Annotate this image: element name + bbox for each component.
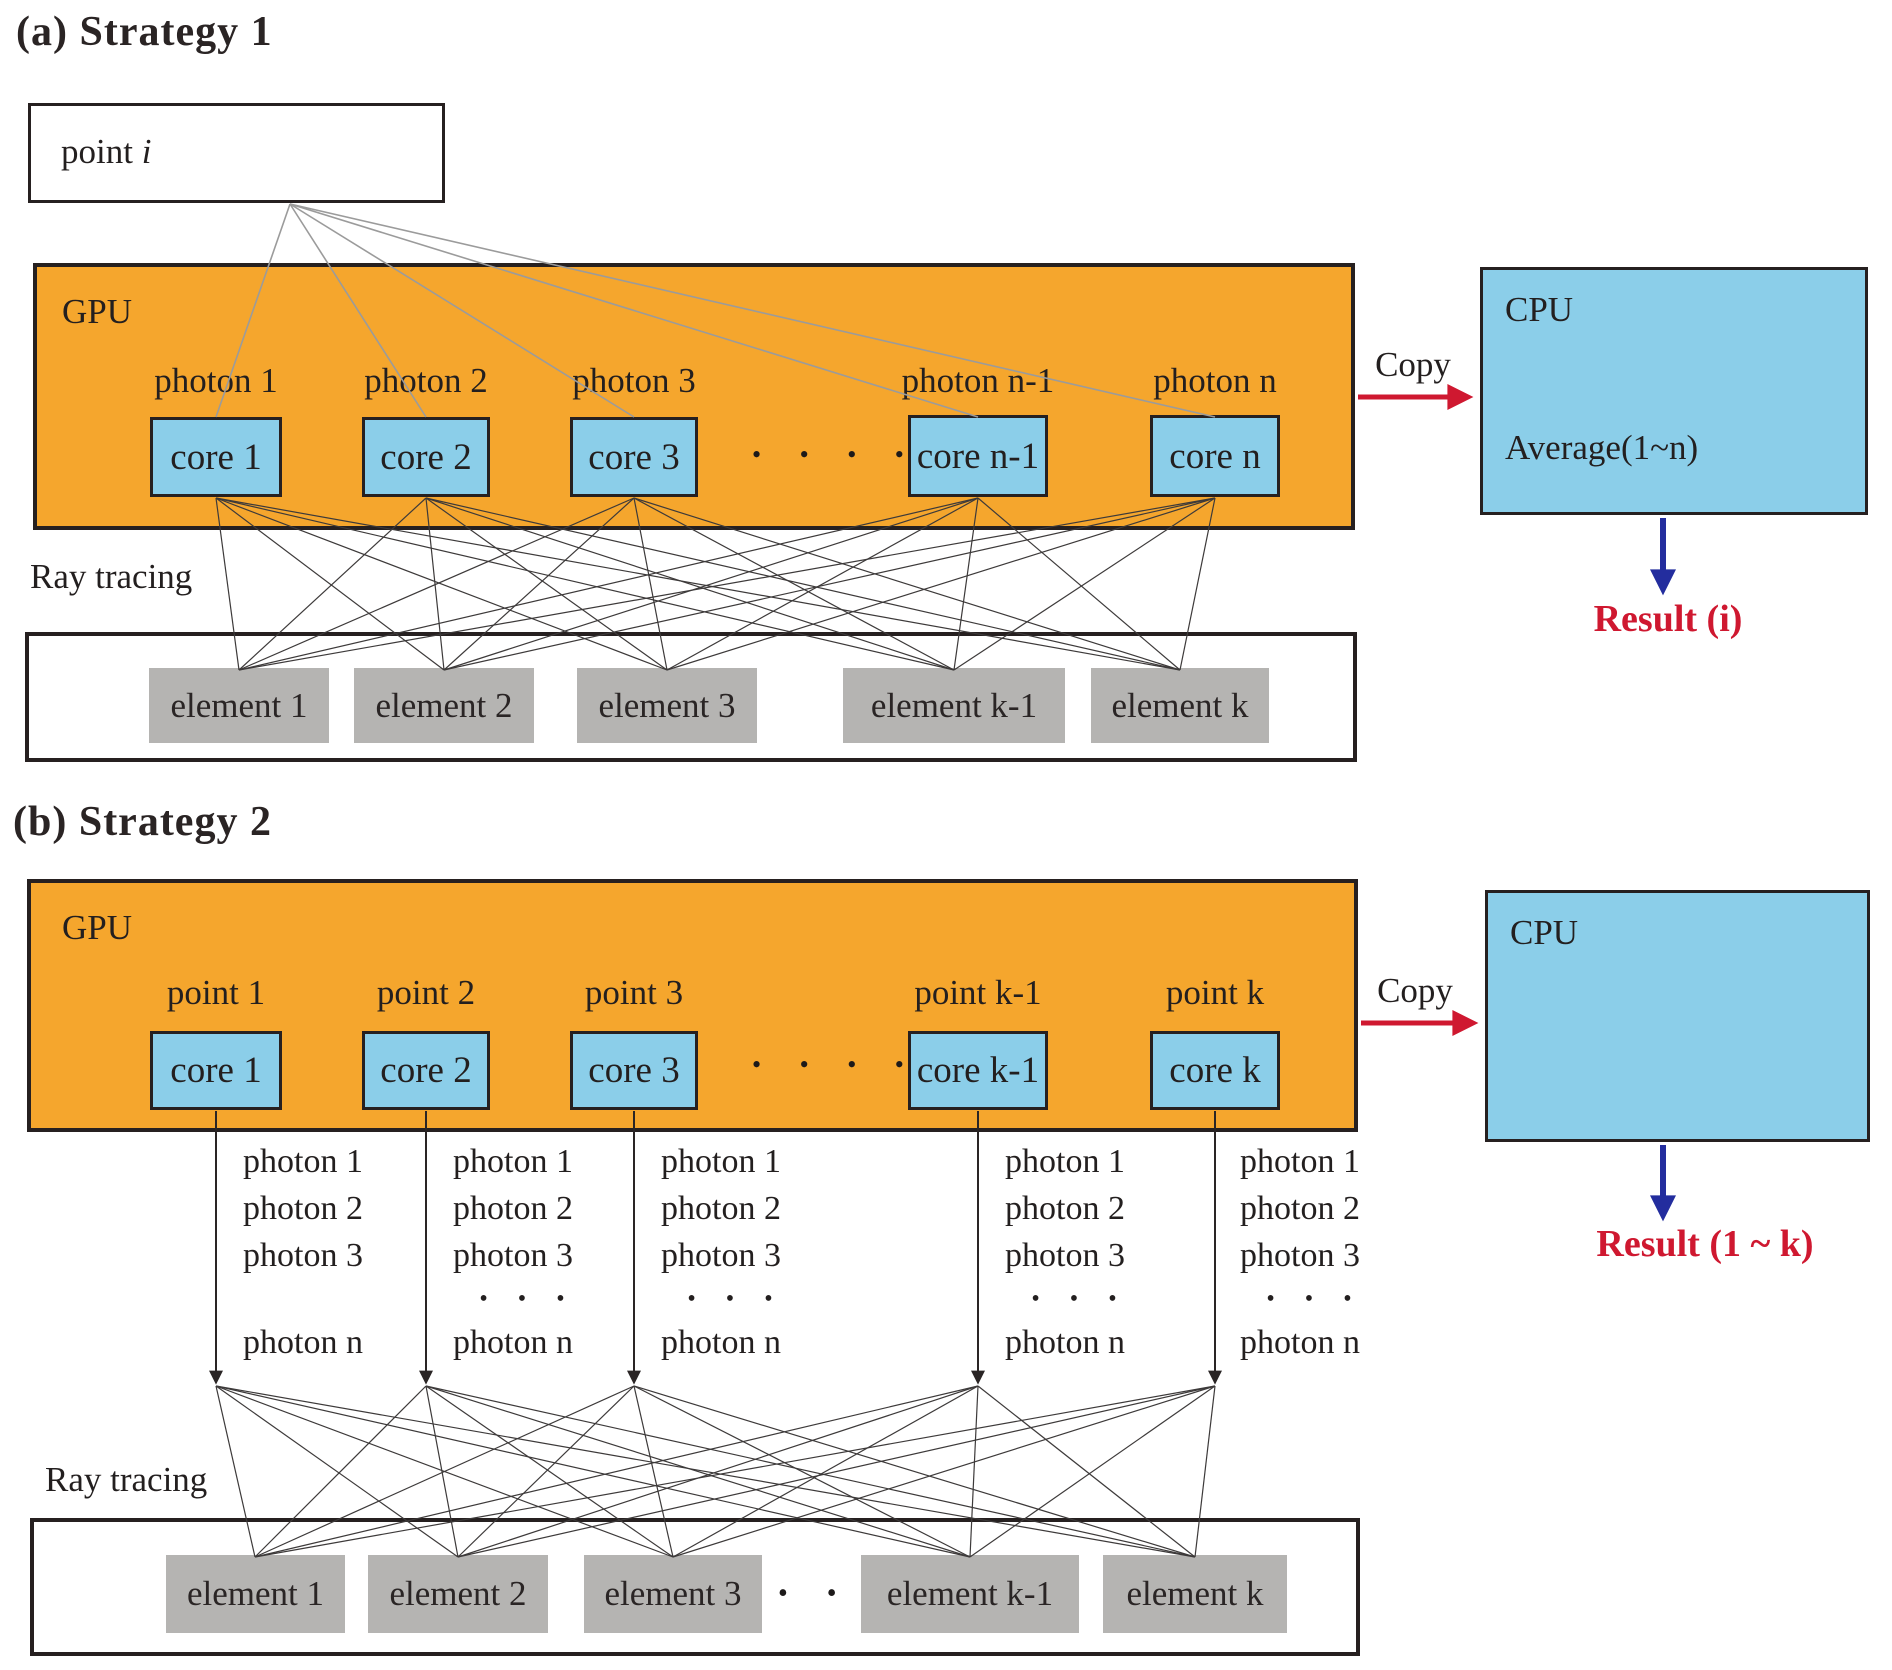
- s2-cpu-box: CPU: [1485, 890, 1870, 1142]
- photon-row: photon n: [453, 1324, 573, 1361]
- s2-element-k: element k: [1103, 1555, 1287, 1633]
- s1-gpu-label: GPU: [62, 292, 133, 331]
- photon-row: photon n: [1005, 1324, 1125, 1361]
- s2-cpu-label: CPU: [1510, 913, 1579, 952]
- s2-core-k: core k: [1150, 1031, 1280, 1110]
- s2-result-label: Result (1 ~ k): [1596, 1223, 1814, 1265]
- photon-row: photon 1: [243, 1143, 363, 1180]
- s2-element-2: element 2: [368, 1555, 548, 1633]
- s1-photon-label-4: photon n-1: [901, 361, 1055, 400]
- photon-ellipsis: • • •: [1266, 1286, 1364, 1312]
- s1-cpu-box: CPU Average(1~n): [1480, 267, 1868, 515]
- s2-core-2: core 2: [362, 1031, 490, 1110]
- s2-element-k-1: element k-1: [861, 1555, 1079, 1633]
- s1-ray-tracing-label: Ray tracing: [30, 557, 193, 596]
- s1-core-1: core 1: [150, 417, 282, 497]
- photon-row: photon 2: [453, 1190, 573, 1227]
- photon-row: photon 3: [1005, 1237, 1125, 1274]
- s1-cpu-label: CPU: [1505, 290, 1574, 329]
- photon-row: photon 2: [1240, 1190, 1360, 1227]
- s2-point-label-k-1: point k-1: [914, 973, 1042, 1012]
- s2-photon-column-4: photon 1 photon 2 photon 3 • • • photon …: [1005, 1138, 1155, 1366]
- point-i-box: point i: [28, 103, 445, 203]
- photon-row: photon 1: [1005, 1143, 1125, 1180]
- s2-core-1: core 1: [150, 1031, 282, 1110]
- s1-photon-label-5: photon n: [1153, 361, 1277, 400]
- photon-row: photon 2: [1005, 1190, 1125, 1227]
- s2-core-3: core 3: [570, 1031, 698, 1110]
- s2-element-3: element 3: [584, 1555, 762, 1633]
- s1-core-2: core 2: [362, 417, 490, 497]
- photon-ellipsis: • • •: [1031, 1286, 1129, 1312]
- photon-row: photon 3: [661, 1237, 781, 1274]
- photon-row: photon 2: [243, 1190, 363, 1227]
- photon-row: photon 3: [243, 1237, 363, 1274]
- s2-point-label-k: point k: [1165, 973, 1265, 1012]
- s2-photon-column-5: photon 1 photon 2 photon 3 • • • photon …: [1240, 1138, 1390, 1366]
- s2-gpu-label: GPU: [62, 908, 133, 947]
- photon-ellipsis: [243, 1279, 393, 1319]
- s2-element-1: element 1: [166, 1555, 345, 1633]
- s1-core-n-1: core n-1: [908, 415, 1048, 497]
- strategy2-heading: (b) Strategy 2: [13, 799, 272, 845]
- s2-point-label-1: point 1: [166, 973, 266, 1012]
- s1-core-3: core 3: [570, 417, 698, 497]
- s2-photon-column-2: photon 1 photon 2 photon 3 • • • photon …: [453, 1138, 603, 1366]
- s2-point-label-2: point 2: [376, 973, 476, 1012]
- photon-row: photon n: [661, 1324, 781, 1361]
- s2-copy-label: Copy: [1377, 971, 1453, 1010]
- s2-photon-column-1: photon 1 photon 2 photon 3 photon n: [243, 1138, 393, 1366]
- photon-ellipsis: • • •: [687, 1286, 785, 1312]
- photon-row: photon 2: [661, 1190, 781, 1227]
- s1-core-n: core n: [1150, 415, 1280, 497]
- photon-ellipsis: • • •: [479, 1286, 577, 1312]
- photon-row: photon n: [243, 1324, 363, 1361]
- point-i-label: point i: [61, 132, 152, 171]
- s2-ray-tracing-label: Ray tracing: [45, 1460, 208, 1499]
- photon-row: photon n: [1240, 1324, 1360, 1361]
- photon-row: photon 1: [661, 1143, 781, 1180]
- s1-element-k-1: element k-1: [843, 668, 1065, 743]
- s1-photon-label-1: photon 1: [154, 361, 278, 400]
- s1-element-k: element k: [1091, 668, 1269, 743]
- s1-element-1: element 1: [149, 668, 329, 743]
- s1-element-2: element 2: [354, 668, 534, 743]
- s2-point-label-3: point 3: [584, 973, 684, 1012]
- s2-cores-ellipsis: • • • •: [752, 1050, 920, 1079]
- s2-photon-column-3: photon 1 photon 2 photon 3 • • • photon …: [661, 1138, 811, 1366]
- photon-row: photon 3: [453, 1237, 573, 1274]
- s1-photon-label-2: photon 2: [364, 361, 488, 400]
- photon-row: photon 3: [1240, 1237, 1360, 1274]
- s1-copy-label: Copy: [1375, 345, 1451, 384]
- s1-result-label: Result (i): [1593, 598, 1743, 640]
- s1-cpu-operation: Average(1~n): [1505, 428, 1699, 467]
- s1-photon-label-3: photon 3: [572, 361, 696, 400]
- s2-core-k-1: core k-1: [908, 1031, 1048, 1110]
- photon-row: photon 1: [453, 1143, 573, 1180]
- strategy1-heading: (a) Strategy 1: [16, 9, 273, 55]
- s1-element-3: element 3: [577, 668, 757, 743]
- photon-row: photon 1: [1240, 1143, 1360, 1180]
- s1-cores-ellipsis: • • • •: [752, 440, 920, 469]
